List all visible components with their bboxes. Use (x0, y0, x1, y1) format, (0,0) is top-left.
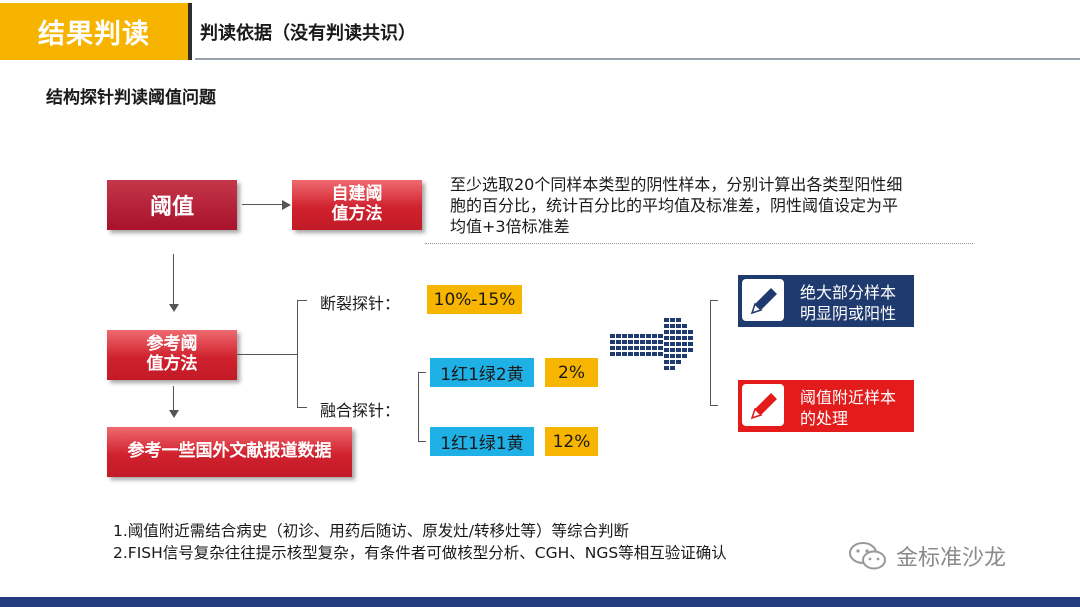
desc-line-2: 胞的百分比，统计百分比的平均值及标准差，阴性阈值设定为平 (450, 196, 899, 215)
outcome-borderline-text: 阈值附近样本 的处理 (792, 384, 904, 434)
dotted-divider (425, 243, 973, 244)
arrowhead-down (169, 304, 179, 312)
outcome-clear-samples: 绝大部分样本 明显阴或阳性 (738, 275, 914, 327)
notes: 1.阈值附近需结合病史（初诊、用药后随访、原发灶/转移灶等）等综合判断 2.FI… (113, 520, 727, 564)
footer-bar (0, 597, 1080, 607)
self-built-line1: 自建阈 (331, 184, 383, 205)
self-built-method-node: 自建阈 值方法 (292, 180, 422, 230)
reference-line1: 参考阈 (146, 334, 198, 355)
edit-icon (738, 275, 788, 325)
arrowhead-down (169, 410, 179, 418)
self-built-description: 至少选取20个同样本类型的阴性样本，分别计算出各类型阳性细 胞的百分比，统计百分… (450, 174, 970, 237)
reference-line2: 值方法 (146, 354, 198, 374)
outcome-borderline-samples: 阈值附近样本 的处理 (738, 380, 914, 432)
literature-data-node: 参考一些国外文献报道数据 (107, 427, 352, 477)
arrow-threshold-to-reference (173, 254, 174, 306)
threshold-label: 阈值 (149, 195, 194, 220)
fusion-bracket-bottom-tick (418, 441, 426, 442)
fusion-pattern-1: 1红1绿2黄 (430, 358, 534, 387)
section-title: 结构探针判读阈值问题 (46, 88, 216, 108)
arrowhead-right (282, 200, 291, 210)
outcome-clear-line2: 明显阴或阳性 (800, 303, 897, 323)
fusion-pattern-2: 1红1绿1黄 (430, 427, 534, 456)
section-badge: 结果判读 (0, 3, 192, 60)
desc-line-1: 至少选取20个同样本类型的阴性样本，分别计算出各类型阳性细 (450, 175, 903, 194)
note-1: 1.阈值附近需结合病史（初诊、用药后随访、原发灶/转移灶等）等综合判断 (113, 522, 630, 540)
self-built-line2: 值方法 (331, 204, 383, 224)
outcome-bracket-bottom-tick (710, 405, 718, 406)
arrow-threshold-to-selfbuilt (242, 204, 284, 205)
threshold-node: 阈值 (107, 180, 237, 230)
fusion-value-1: 2% (545, 358, 598, 387)
dotted-arrow-icon (610, 318, 693, 370)
fusion-probe-label: 融合探针： (320, 401, 401, 420)
fusion-bracket-vertical (418, 372, 419, 442)
watermark: 金标准沙龙 (848, 540, 1006, 572)
desc-line-3: 均值+3倍标准差 (450, 217, 570, 236)
outcome-clear-line1: 绝大部分样本 (800, 283, 897, 302)
header-divider (195, 58, 1080, 60)
break-probe-value: 10%-15% (427, 285, 522, 314)
fusion-value-2: 12% (545, 427, 598, 456)
literature-label: 参考一些国外文献报道数据 (127, 441, 332, 462)
section-badge-label: 结果判读 (38, 19, 150, 50)
connector-horizontal (237, 354, 297, 355)
outcome-bracket-top-tick (710, 300, 718, 301)
outcome-bracket-vertical (710, 300, 711, 406)
outcome-borderline-line1: 阈值附近样本 (800, 388, 897, 407)
fusion-bracket-top-tick (418, 372, 426, 373)
arrow-reference-to-literature (173, 386, 174, 412)
outcome-clear-text: 绝大部分样本 明显阴或阳性 (792, 279, 904, 329)
watermark-text: 金标准沙龙 (896, 546, 1007, 571)
reference-method-node: 参考阈 值方法 (107, 330, 237, 380)
bracket-vertical (297, 300, 298, 408)
wechat-icon (849, 542, 886, 570)
bracket-bottom-tick (297, 407, 307, 408)
edit-icon (738, 380, 788, 430)
break-probe-label: 断裂探针： (320, 294, 401, 313)
outcome-borderline-line2: 的处理 (800, 408, 849, 428)
note-2: 2.FISH信号复杂往往提示核型复杂，有条件者可做核型分析、CGH、NGS等相互… (113, 544, 727, 562)
bracket-top-tick (297, 300, 307, 301)
header-subtitle: 判读依据（没有判读共识） (200, 23, 416, 44)
